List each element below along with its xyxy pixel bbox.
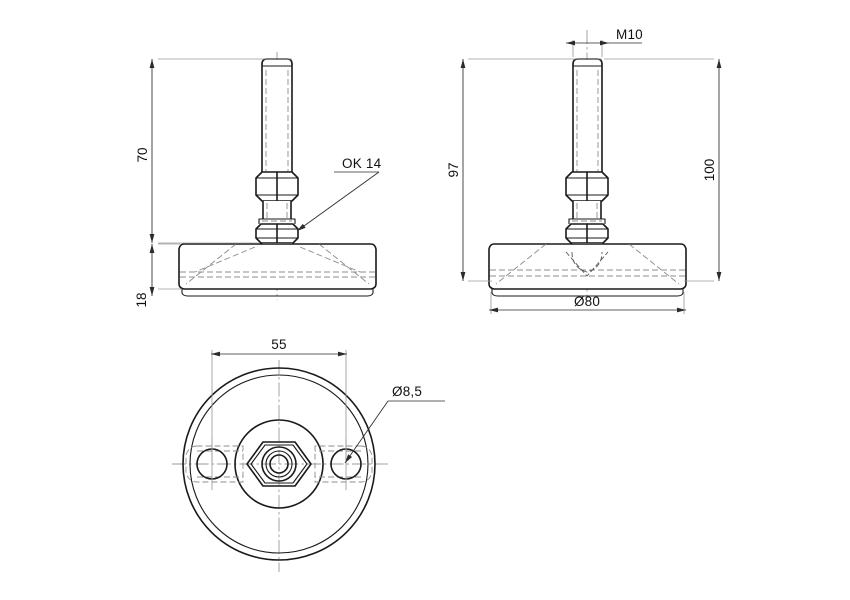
base-pad-left <box>178 243 377 297</box>
annotation-label-ok14: OK 14 <box>342 156 382 171</box>
dimension-height-97: 97 <box>446 58 602 282</box>
thread-bore-outer <box>261 446 297 482</box>
dimension-label-m10: M10 <box>616 27 643 42</box>
thread-bore-core <box>269 454 289 474</box>
pad-inner-circle <box>189 374 369 554</box>
annotation-spanner-size: OK 14 <box>296 156 382 232</box>
view-plan-bottom: 55 Ø8,5 <box>172 337 445 572</box>
dimension-label-18: 18 <box>134 292 149 307</box>
view-front-left: 70 18 OK 14 <box>134 52 382 308</box>
hex-nut-lower-left <box>255 223 299 244</box>
dimension-label-d80: Ø80 <box>574 294 600 309</box>
bolt-shank-lower-left <box>262 200 292 222</box>
base-pad-right <box>488 243 687 297</box>
pad-outer-circle <box>182 367 376 561</box>
boss-circle <box>234 419 324 509</box>
bolt-stem-right <box>572 58 603 182</box>
annotation-hole-diameter: Ø8,5 <box>344 384 445 464</box>
dimension-label-100: 100 <box>702 159 717 182</box>
hex-nut-lower-right <box>565 223 609 244</box>
dimension-pad-height-18: 18 <box>134 243 182 308</box>
thread-bore-inner <box>265 450 293 478</box>
dimension-height-100: 100 <box>604 58 722 282</box>
dimension-label-70: 70 <box>135 147 150 162</box>
lock-nut-upper-right <box>565 171 609 202</box>
view-front-right: M10 97 100 Ø80 <box>446 27 722 314</box>
lock-nut-upper-left <box>255 171 299 202</box>
dimension-label-97: 97 <box>446 162 461 177</box>
bolt-shank-lower-right <box>572 200 602 222</box>
dimension-hole-centres-55: 55 <box>211 337 347 462</box>
bolt-stem-left <box>261 58 293 182</box>
dimension-pad-diameter-80: Ø80 <box>489 292 686 314</box>
dimension-label-55: 55 <box>271 337 286 352</box>
hex-nut-plan <box>246 441 312 487</box>
dimension-stem-height-70: 70 <box>135 58 292 244</box>
annotation-label-d85: Ø8,5 <box>392 384 422 399</box>
dimension-thread-m10: M10 <box>566 27 643 57</box>
